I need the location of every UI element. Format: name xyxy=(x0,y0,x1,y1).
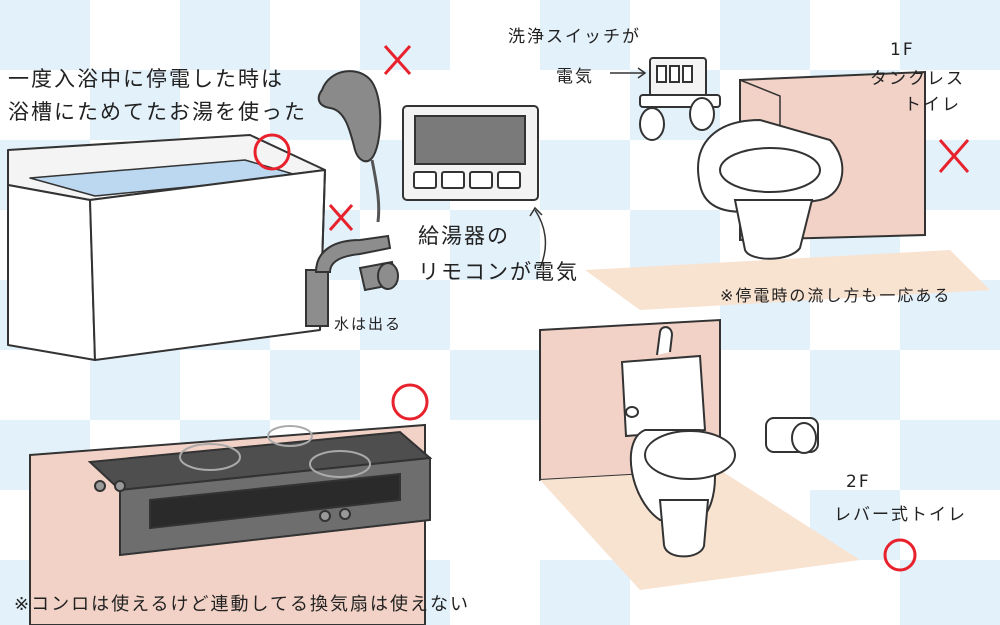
ok-mark-stove xyxy=(391,383,429,421)
toilet-1f-type-line1: タンクレス xyxy=(870,69,965,89)
bathtub xyxy=(7,134,326,361)
toilet-1f-type-line2: トイレ xyxy=(904,95,961,115)
washlet-note-line1: 洗浄スイッチが xyxy=(508,27,641,47)
heater-note-line2: リモコンが電気 xyxy=(418,260,579,284)
ok-mark-toilet-2f xyxy=(883,538,917,572)
faucet xyxy=(305,234,399,327)
ng-mark-faucet xyxy=(328,204,354,231)
bath-note-line1: 一度入浴中に停電した時は xyxy=(8,67,284,91)
switch-arrow xyxy=(610,67,647,79)
shower-head xyxy=(317,70,382,223)
toilet-1f-floor: 1F xyxy=(890,40,915,60)
toilet-1f-room xyxy=(585,70,990,310)
faucet-note: 水は出る xyxy=(334,315,403,333)
paper-holder-1f xyxy=(639,94,721,141)
toilet-2f-type: レバー式トイレ xyxy=(834,505,967,525)
ng-mark-toilet-1f xyxy=(938,139,970,173)
toilet-2f-room xyxy=(539,318,860,590)
heater-note-line1: 給湯器の xyxy=(418,224,510,248)
ng-mark-shower xyxy=(383,45,412,75)
toilet-1f-note: ※停電時の流し方も一応ある xyxy=(720,286,952,305)
washlet-note-line2: 電気 xyxy=(556,67,594,87)
bath-note-line2: 浴槽にためてたお湯を使った xyxy=(8,100,307,124)
washlet-switch xyxy=(649,57,707,97)
toilet-2f-floor: 2F xyxy=(846,472,871,492)
stove-note: ※コンロは使えるけど連動してる換気扇は使えない xyxy=(14,594,470,615)
paper-holder-2f xyxy=(765,417,819,454)
water-heater-remote xyxy=(402,105,547,269)
ok-mark-bathtub xyxy=(253,133,291,171)
gas-stove xyxy=(29,423,433,625)
